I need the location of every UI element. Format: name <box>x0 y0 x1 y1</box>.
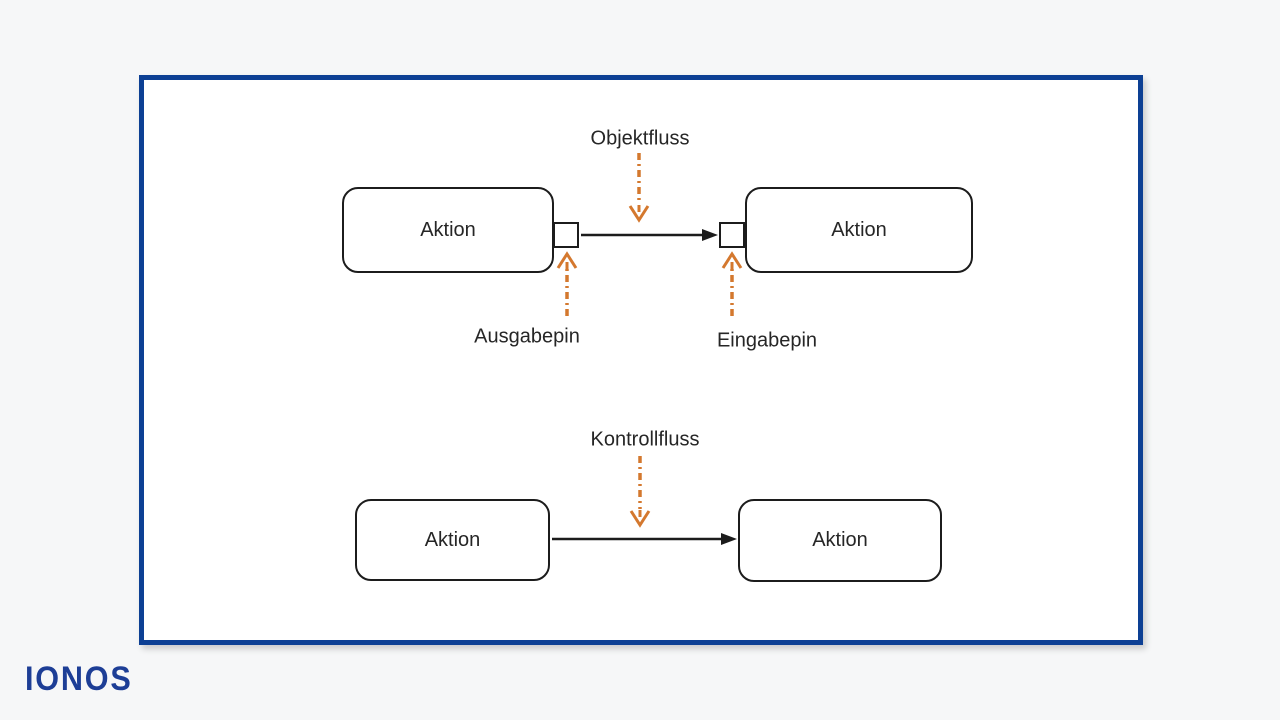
action-node-control-flow-right: Aktion <box>738 499 942 582</box>
diagram-frame <box>139 75 1143 645</box>
input-pin-label: Eingabepin <box>716 329 818 352</box>
action-label: Aktion <box>831 218 887 241</box>
action-label: Aktion <box>420 218 476 241</box>
input-pin-square <box>719 222 745 248</box>
control-flow-label: Kontrollfluss <box>590 428 700 451</box>
action-label: Aktion <box>424 528 481 551</box>
output-pin-square <box>553 222 579 248</box>
action-node-object-flow-left: Aktion <box>342 187 554 273</box>
output-pin-label: Ausgabepin <box>474 325 580 348</box>
ionos-logo: IONOS <box>25 660 133 698</box>
action-node-control-flow-left: Aktion <box>355 499 550 581</box>
object-flow-label: Objektfluss <box>590 127 690 150</box>
action-node-object-flow-right: Aktion <box>745 187 973 273</box>
action-label: Aktion <box>812 529 868 551</box>
